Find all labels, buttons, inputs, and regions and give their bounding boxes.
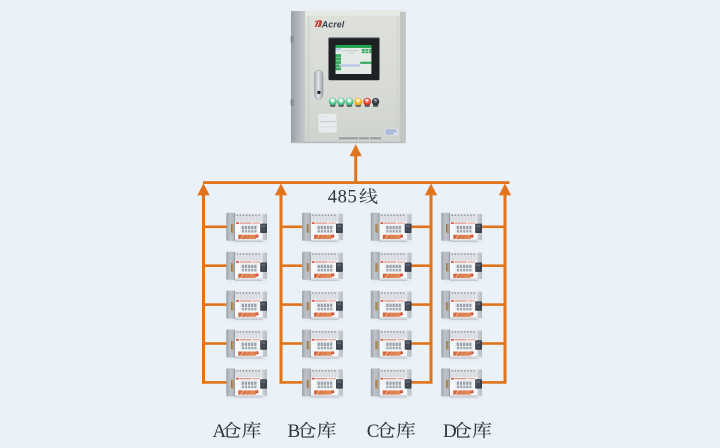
svg-text:C: C [367, 421, 380, 442]
svg-text:Acrel: Acrel [321, 19, 345, 29]
svg-text:A: A [213, 421, 227, 442]
svg-text:485: 485 [328, 187, 358, 207]
svg-text:B: B [288, 421, 301, 442]
svg-text:D: D [443, 421, 457, 442]
